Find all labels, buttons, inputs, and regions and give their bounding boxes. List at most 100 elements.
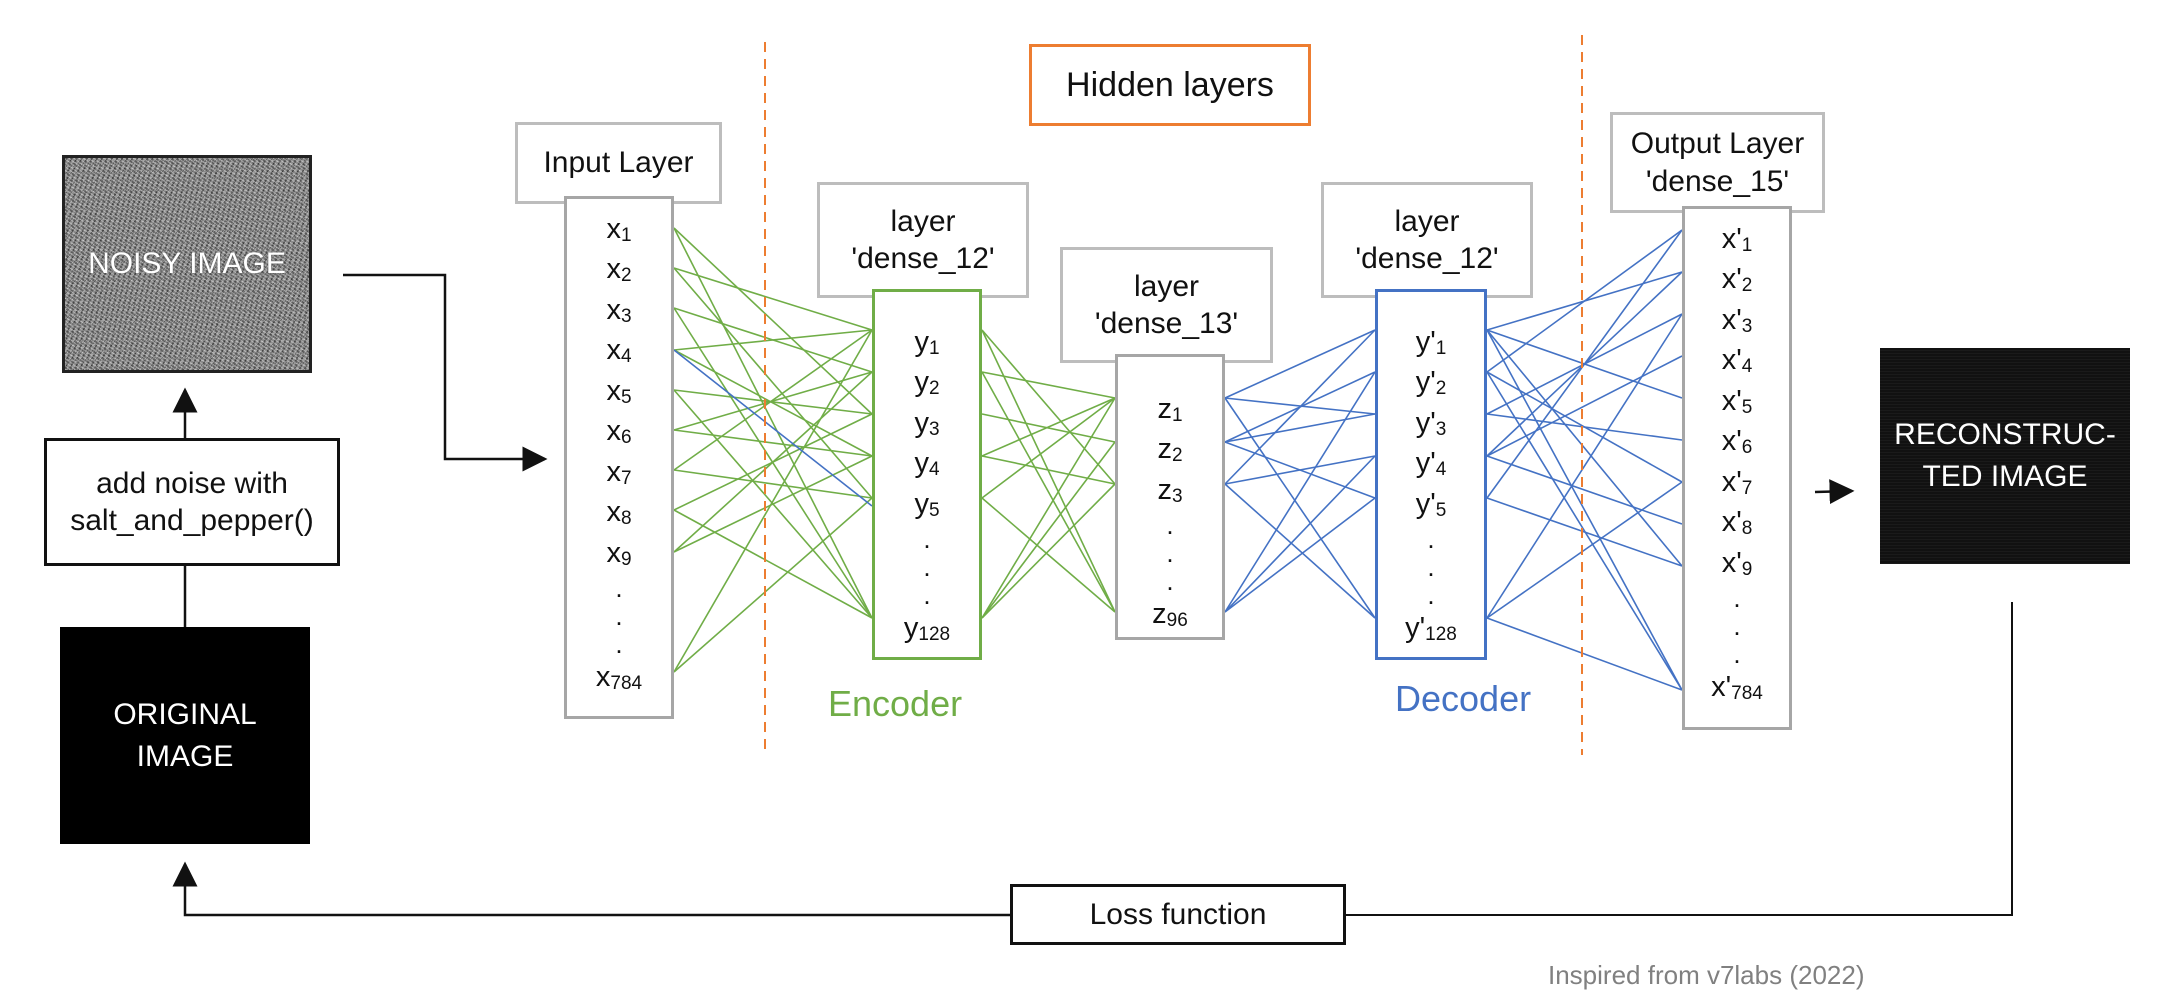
encoder-node-base: y: [914, 447, 929, 480]
decoder-node: y'2: [1416, 363, 1447, 404]
bottleneck-node-base: z: [1157, 473, 1172, 506]
output-node-subscript: 5: [1741, 396, 1753, 418]
encoder-connection-line: [673, 497, 873, 673]
add-noise-line-1: add noise with: [96, 466, 288, 500]
output-ellipsis-dot: .: [1733, 610, 1741, 641]
decoder-connection-line: [1486, 497, 1683, 567]
output-node-subscript: 8: [1741, 518, 1753, 540]
encoder-node-last-subscript: 128: [918, 624, 951, 646]
reconstructed-line-2: TED IMAGE: [1922, 460, 2088, 493]
output-node-last-base: x': [1711, 671, 1732, 704]
input-node-subscript: 7: [620, 467, 632, 489]
decoder-connection-line: [1224, 329, 1376, 399]
encoder-connection-line: [981, 441, 1116, 619]
decoder-node-base: y': [1415, 366, 1436, 399]
decoder-connection-line: [1486, 271, 1683, 457]
output-node-base: x': [1721, 506, 1742, 539]
encoder-node-subscript: 1: [928, 337, 940, 359]
encoder-node-subscript: 5: [928, 499, 940, 521]
input-node-base: x: [606, 212, 621, 245]
decoder-ellipsis-dot: .: [1427, 579, 1435, 610]
input-node-base: x: [606, 293, 621, 326]
input-ellipsis-dot: .: [615, 572, 623, 603]
encoder-connection-line: [673, 349, 873, 457]
output-node-base: x': [1721, 465, 1742, 498]
output-node-subscript: 3: [1741, 315, 1753, 337]
output-node-base: x': [1721, 384, 1742, 417]
decoder-connection-line: [1224, 413, 1376, 443]
encoder-connection-line: [673, 371, 873, 431]
loss-function-box: Loss function: [1010, 884, 1346, 945]
encoder-connection-line: [673, 267, 873, 499]
noisy-image: NOISY IMAGE: [62, 155, 312, 373]
decoder-connection-line: [1224, 397, 1376, 619]
decoder-connection-line: [1224, 455, 1376, 485]
output-node-subscript: 6: [1741, 437, 1753, 459]
encoder-node-base: y: [914, 325, 929, 358]
output-node-subscript: 9: [1741, 558, 1753, 580]
decoder-label: Decoder: [1395, 678, 1532, 719]
encoder-node-subscript: 4: [928, 459, 940, 481]
decoder-connection-line: [1224, 455, 1376, 613]
input-node-base: x: [606, 334, 621, 367]
reconstructed-image: RECONSTRUC- TED IMAGE: [1880, 348, 2130, 564]
output-node-base: x': [1721, 344, 1742, 377]
encoder-connection-line: [673, 349, 873, 507]
output-node-last: x'784: [1711, 668, 1763, 709]
encoder-layer-title-1: layer: [890, 204, 956, 238]
reconstructed-line-1: RECONSTRUC-: [1894, 418, 2116, 451]
reconstructed-to-loss-line: [1345, 602, 2013, 916]
decoder-node: y'5: [1416, 484, 1447, 525]
encoder-connection-line: [673, 371, 873, 553]
decoder-node: y'3: [1416, 403, 1447, 444]
decoder-node-base: y': [1415, 406, 1436, 439]
encoder-connection-line: [981, 371, 1116, 613]
bottleneck-node-subscript: 1: [1171, 404, 1183, 426]
encoder-node-last-base: y: [903, 612, 919, 645]
decoder-layer-title-2: 'dense_12': [1355, 242, 1499, 275]
add-noise-line-2: salt_and_pepper(): [70, 504, 314, 537]
bottleneck-layer-title-1: layer: [1133, 269, 1200, 303]
input-node-base: x: [606, 536, 621, 569]
decoder-connections: [1224, 229, 1683, 691]
encoder-connections: [673, 227, 1116, 673]
decoder-connection-line: [1486, 229, 1683, 373]
encoder-connection-line: [673, 329, 873, 351]
input-ellipsis-dot: .: [615, 600, 623, 631]
bottleneck-node-subscript: 3: [1171, 485, 1183, 507]
decoder-node-subscript: 2: [1435, 378, 1447, 400]
noisy-to-input-arrow: [343, 273, 548, 472]
encoder-layer-title-2: 'dense_12': [851, 242, 995, 275]
decoder-connection-line: [1486, 617, 1683, 691]
decoder-node-base: y': [1415, 447, 1436, 480]
encoder-connection-line: [981, 371, 1116, 399]
encoder-ellipsis-dot: .: [923, 579, 931, 610]
decoder-connection-line: [1224, 371, 1376, 613]
decoder-node-last: y'128: [1405, 609, 1457, 650]
decoder-node-subscript: 5: [1435, 499, 1447, 521]
output-node-base: x': [1721, 303, 1742, 336]
encoder-connection-line: [981, 329, 1116, 485]
bottleneck-layer-title-2: 'dense_13': [1094, 307, 1239, 340]
encoder-connection-line: [673, 429, 873, 457]
output-ellipsis-dot: .: [1733, 582, 1741, 613]
input-node-base: x: [606, 455, 621, 488]
output-node: x'5: [1722, 381, 1753, 422]
input-node-subscript: 1: [620, 224, 632, 246]
decoder-connection-line: [1486, 413, 1683, 441]
input-node-base: x: [606, 496, 621, 529]
